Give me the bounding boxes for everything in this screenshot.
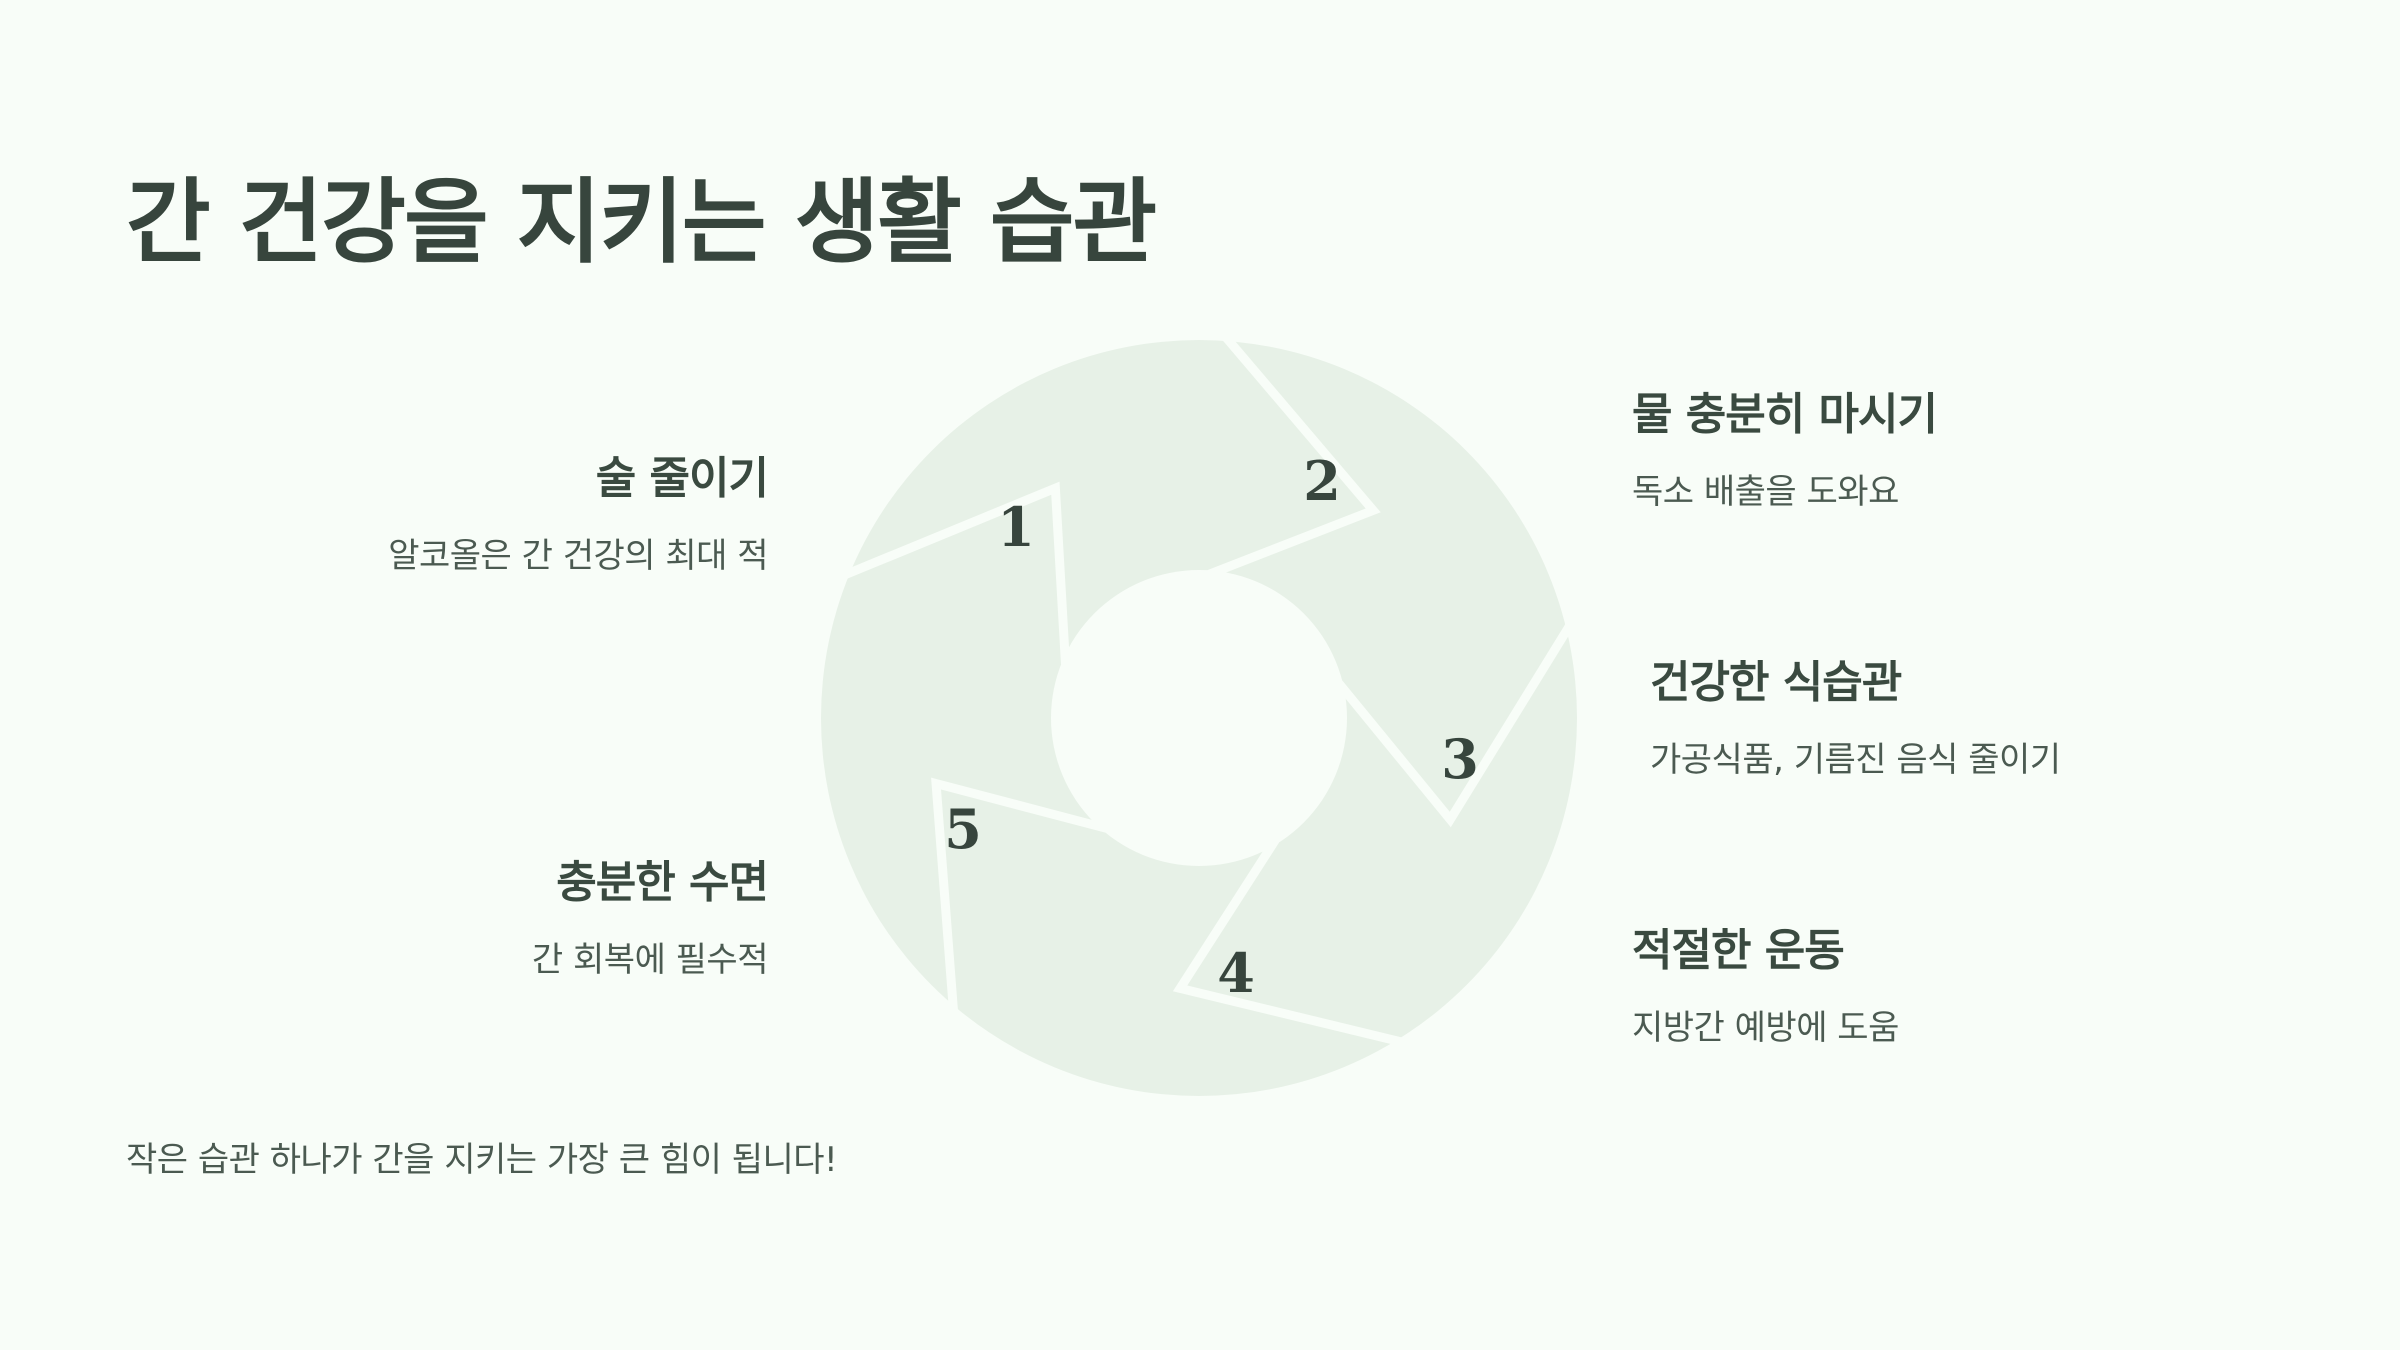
step-4-title: 적절한 운동 xyxy=(1632,925,1845,976)
cycle-center-hole xyxy=(1051,570,1347,866)
segment-number-2: 2 xyxy=(1303,449,1341,513)
step-5-title: 충분한 수면 xyxy=(556,857,769,908)
step-3-block: 건강한 식습관 가공식품, 기름진 음식 줄이기 xyxy=(1650,646,2061,781)
step-2-block: 물 충분히 마시기 독소 배출을 도와요 xyxy=(1632,378,1938,513)
step-4-description: 지방간 예방에 도움 xyxy=(1632,1008,1899,1048)
step-2-title: 물 충분히 마시기 xyxy=(1632,389,1938,440)
segment-number-4: 4 xyxy=(1217,941,1255,1005)
segment-number-1: 1 xyxy=(997,495,1035,559)
step-5-block: 충분한 수면 간 회복에 필수적 xyxy=(531,846,769,981)
segment-divider-3 xyxy=(1335,623,1574,828)
step-3-title: 건강한 식습관 xyxy=(1650,657,1902,708)
footer-note: 작은 습관 하나가 간을 지키는 가장 큰 힘이 됩니다! xyxy=(126,1140,838,1180)
page-title: 간 건강을 지키는 생활 습관 xyxy=(126,169,1157,276)
segment-divider-2 xyxy=(1207,334,1381,579)
segment-divider-1 xyxy=(843,481,1070,665)
step-5-description: 간 회복에 필수적 xyxy=(531,940,769,980)
segment-divider-5 xyxy=(931,777,1108,1011)
step-1-block: 술 줄이기 알코올은 간 건강의 최대 적 xyxy=(388,442,769,577)
step-2-description: 독소 배출을 도와요 xyxy=(1632,472,1899,512)
step-4-block: 적절한 운동 지방간 예방에 도움 xyxy=(1632,914,1899,1049)
step-1-title: 술 줄이기 xyxy=(595,453,769,504)
step-3-description: 가공식품, 기름진 음식 줄이기 xyxy=(1650,740,2061,780)
segment-divider-4 xyxy=(1172,837,1403,1047)
segment-number-3: 3 xyxy=(1441,727,1479,791)
segment-number-5: 5 xyxy=(944,797,982,861)
step-1-description: 알코올은 간 건강의 최대 적 xyxy=(388,536,768,576)
